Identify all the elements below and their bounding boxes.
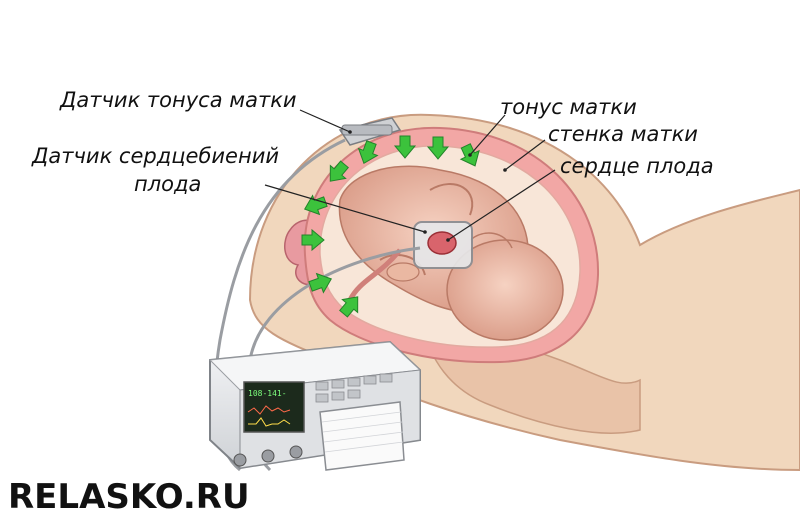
contraction-arrow-icon bbox=[329, 160, 349, 182]
heart-icon bbox=[427, 231, 457, 255]
label-uterine-tone-sensor: Датчик тонуса матки bbox=[60, 88, 297, 112]
label-fetal-heart: сердце плода bbox=[560, 154, 714, 178]
label-fetal-heart-sensor: Датчик сердцебиений bbox=[32, 144, 279, 168]
contraction-arrow-icon bbox=[339, 296, 359, 318]
fetal-heart-sensor bbox=[413, 221, 473, 269]
contraction-arrow-icon bbox=[308, 272, 333, 294]
contraction-arrow-icon bbox=[393, 135, 417, 159]
label-fetal-heart-sensor-line2: плода bbox=[134, 172, 202, 196]
watermark: RELASKO.RU bbox=[8, 477, 250, 517]
uterine-tone-sensor bbox=[338, 117, 402, 146]
label-uterine-tone: тонус матки bbox=[500, 95, 637, 119]
contraction-arrow-icon bbox=[426, 136, 450, 160]
label-uterine-wall: стенка матки bbox=[548, 122, 698, 146]
contraction-arrow-icon bbox=[301, 228, 325, 252]
contraction-arrow-icon bbox=[357, 140, 379, 165]
screen-readout: 108-141- bbox=[248, 389, 287, 398]
ctg-monitor: 108-141- bbox=[208, 340, 422, 471]
pointer-lines bbox=[264, 109, 556, 242]
